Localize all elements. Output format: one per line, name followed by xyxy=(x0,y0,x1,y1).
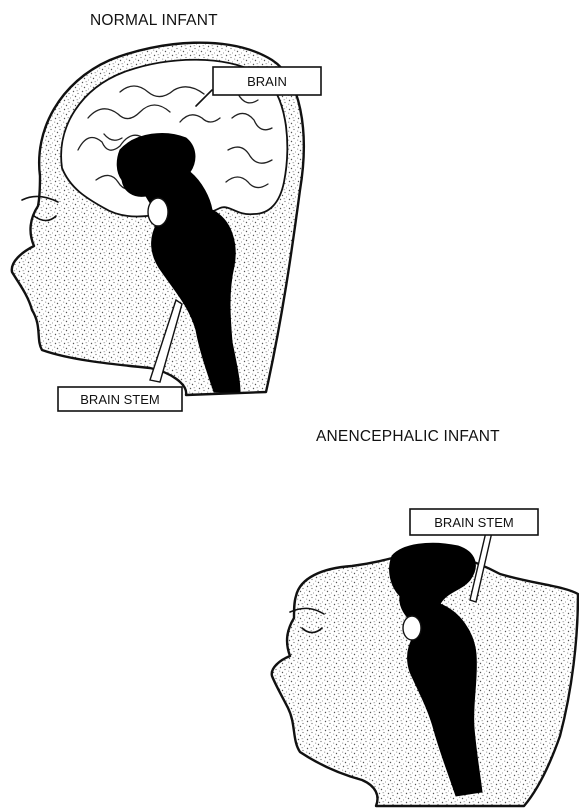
normal-infant-brain-label: BRAIN xyxy=(247,74,287,89)
normal-infant-title: NORMAL INFANT xyxy=(90,12,218,29)
normal-infant-cerebellum xyxy=(148,198,168,226)
anencephalic-infant-title: ANENCEPHALIC INFANT xyxy=(316,428,500,445)
anencephalic-infant-figure: ANENCEPHALIC INFANT BRAIN STEM xyxy=(272,428,578,806)
normal-infant-figure: NORMAL INFANT BRAIN BRAIN STEM xyxy=(12,12,321,411)
anencephalic-infant-brain-stem-label: BRAIN STEM xyxy=(434,515,513,530)
anencephalic-infant-cerebellum xyxy=(403,616,421,640)
normal-infant-brain-stem-label: BRAIN STEM xyxy=(80,392,159,407)
